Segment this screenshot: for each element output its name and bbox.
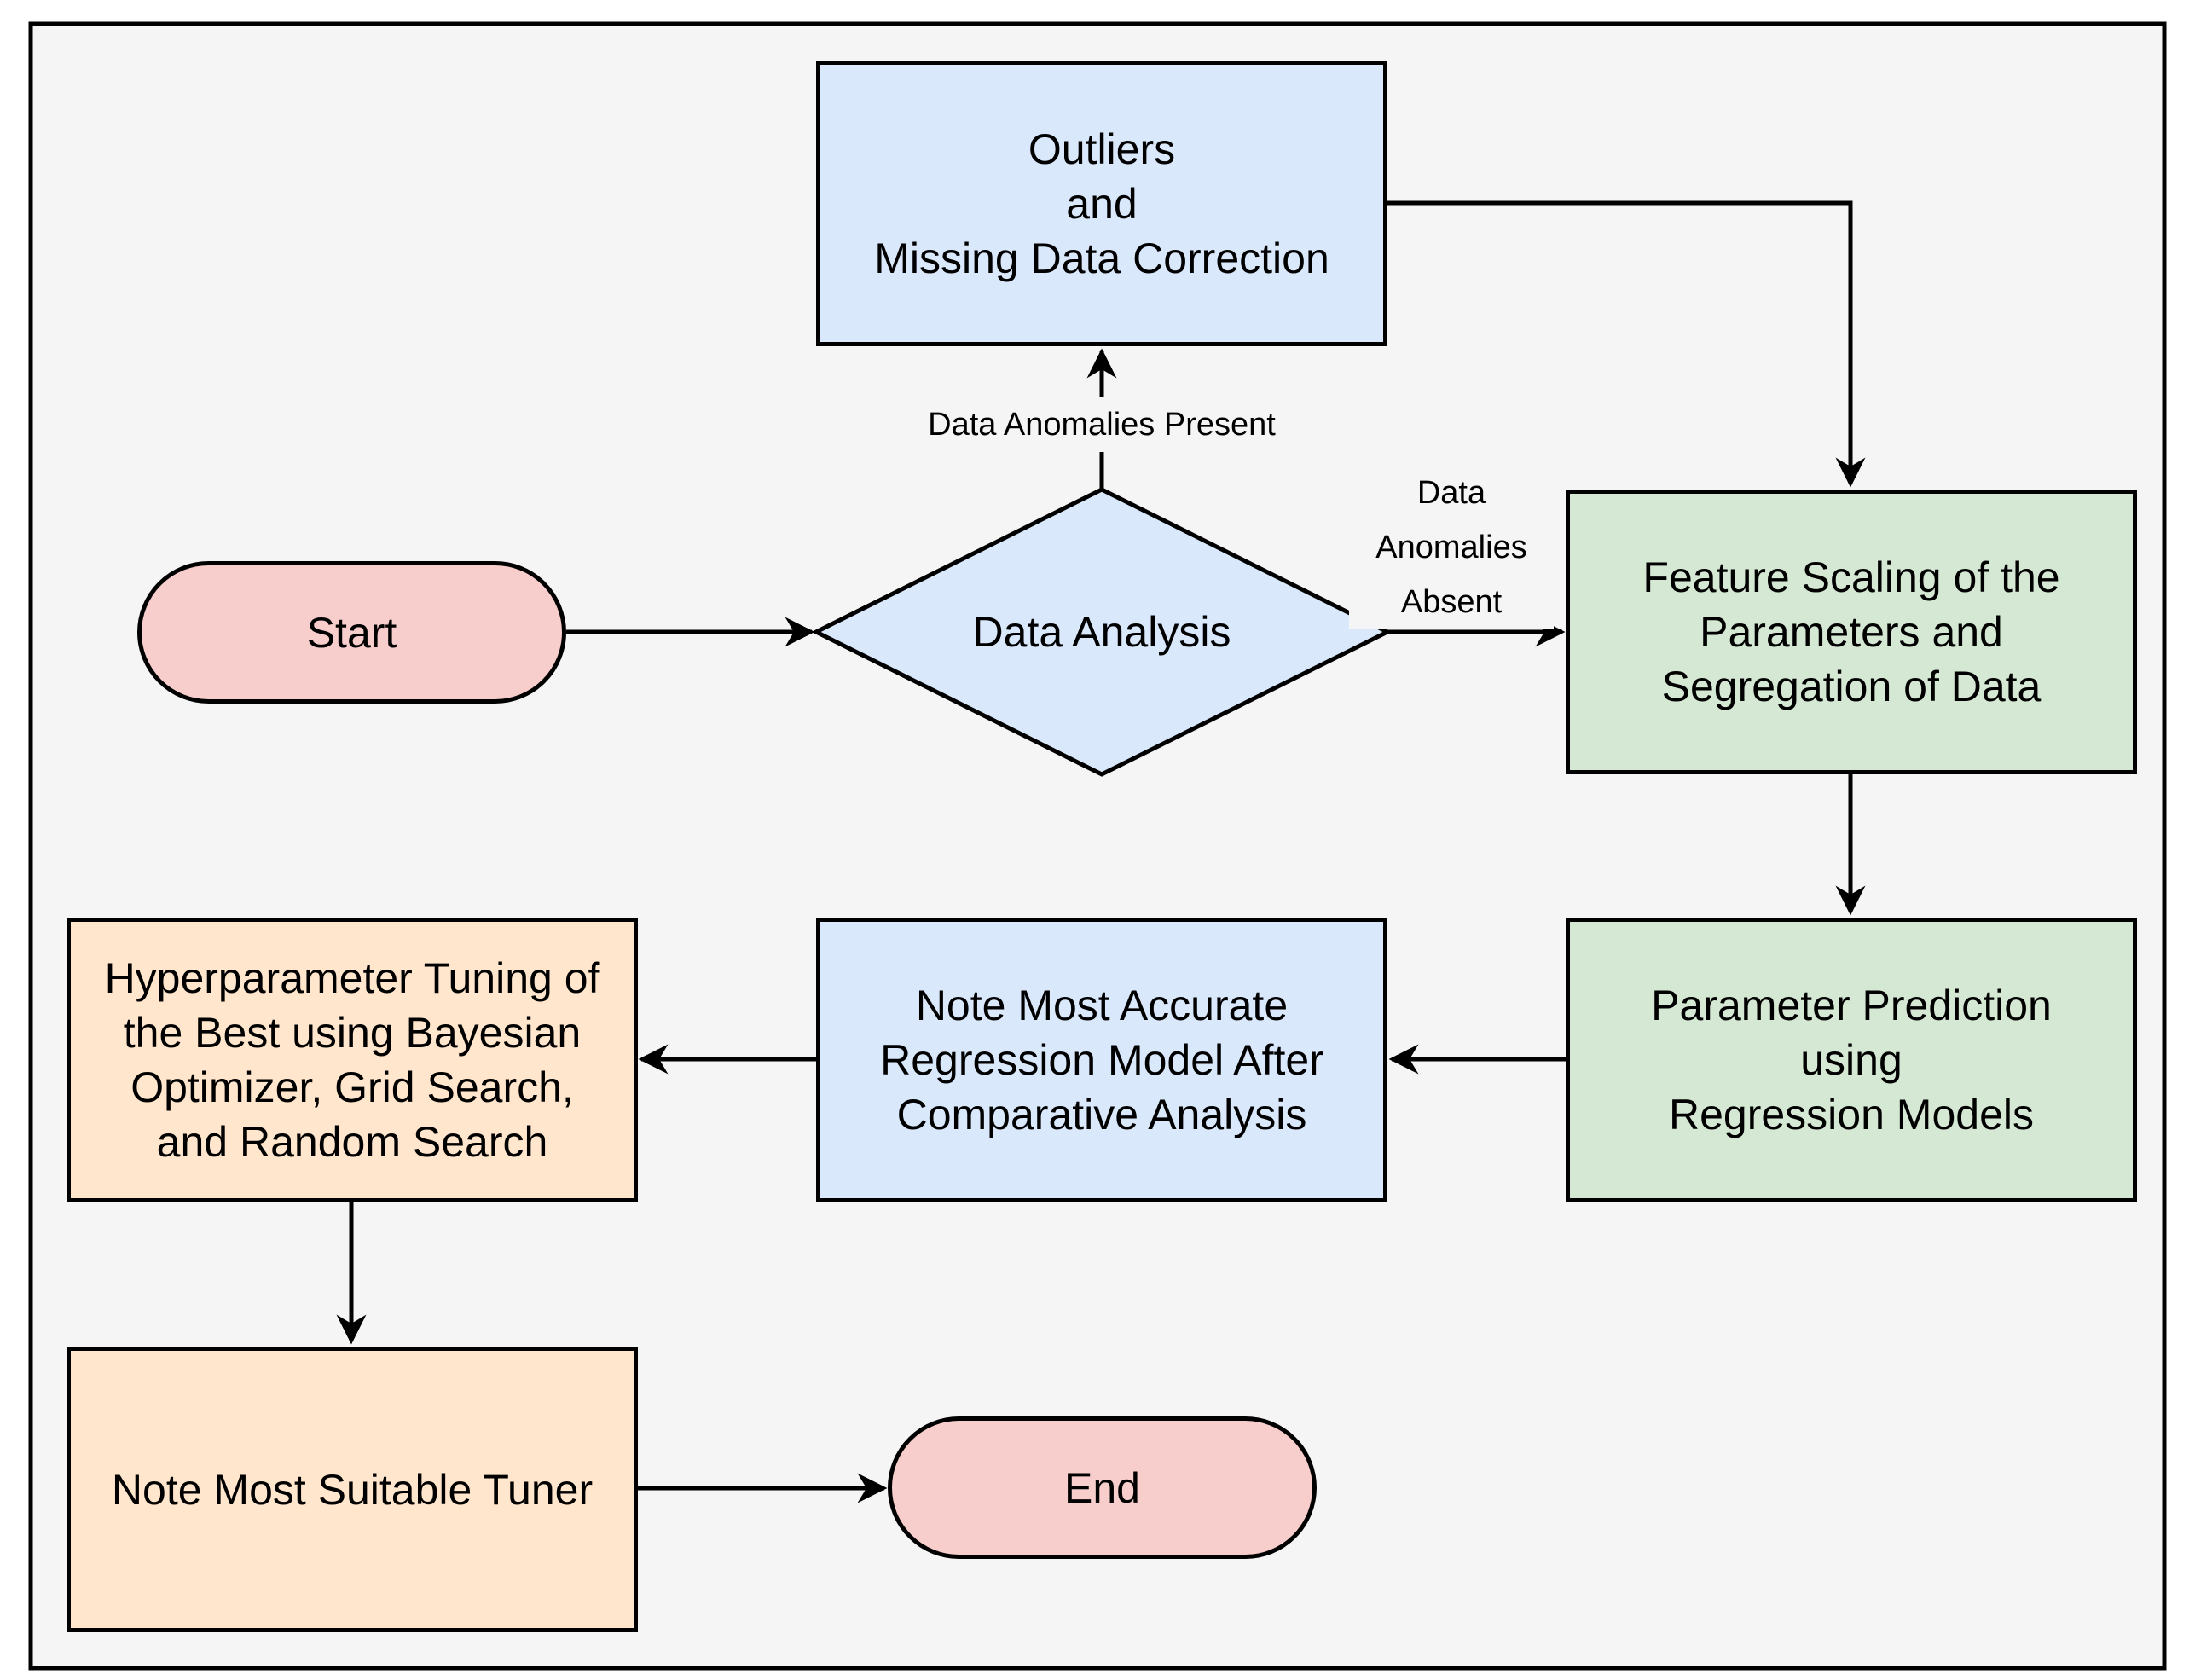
feature-scaling-box: Feature Scaling of the Parameters and Se… xyxy=(1566,490,2137,774)
end-terminal: End xyxy=(888,1416,1317,1559)
feature-scaling-label: Feature Scaling of the Parameters and Se… xyxy=(1642,553,2060,710)
note-accurate-model-box: Note Most Accurate Regression Model Afte… xyxy=(816,918,1387,1202)
note-accurate-model-label: Note Most Accurate Regression Model Afte… xyxy=(880,982,1323,1138)
anomalies-absent-label: Data Anomalies Absent xyxy=(1349,466,1554,629)
start-terminal: Start xyxy=(137,561,566,704)
outliers-correction-label: Outliers and Missing Data Correction xyxy=(874,125,1329,282)
data-analysis-diamond xyxy=(811,487,1393,777)
data-analysis-label: Data Analysis xyxy=(972,608,1231,656)
start-label: Start xyxy=(306,608,397,657)
parameter-prediction-label: Parameter Prediction using Regression Mo… xyxy=(1651,982,2052,1138)
note-tuner-box: Note Most Suitable Tuner xyxy=(67,1347,638,1632)
hyperparameter-tuning-box: Hyperparameter Tuning of the Best using … xyxy=(67,918,638,1202)
end-label: End xyxy=(1064,1463,1140,1512)
outliers-correction-box: Outliers and Missing Data Correction xyxy=(816,61,1387,346)
anomalies-present-label: Data Anomalies Present xyxy=(872,397,1332,452)
data-analysis-node: Data Analysis xyxy=(816,490,1387,774)
edge-outliers-to-feature xyxy=(1387,200,1866,488)
hyperparameter-tuning-label: Hyperparameter Tuning of the Best using … xyxy=(104,954,600,1166)
note-tuner-label: Note Most Suitable Tuner xyxy=(111,1465,594,1514)
parameter-prediction-box: Parameter Prediction using Regression Mo… xyxy=(1566,918,2137,1202)
